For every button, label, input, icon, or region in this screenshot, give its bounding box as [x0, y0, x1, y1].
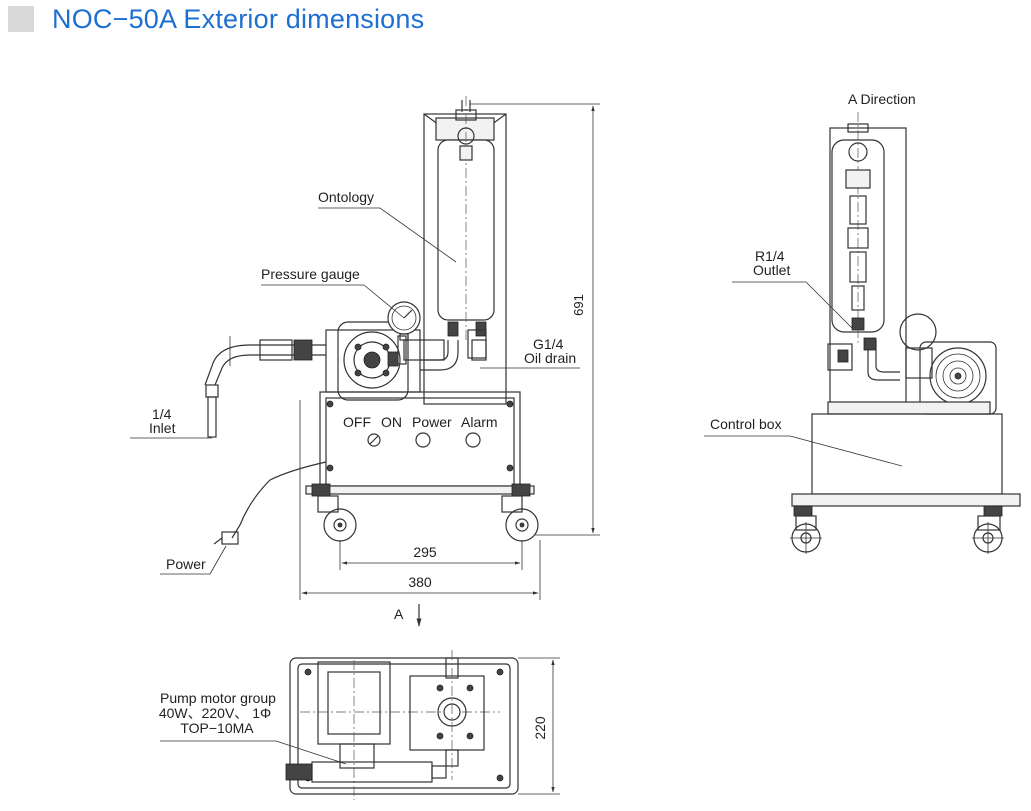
outlet-callout: R1/4 Outlet: [732, 248, 853, 329]
wheel-span-value: 295: [413, 544, 437, 560]
ontology-callout: Ontology: [318, 189, 457, 263]
oil-drain-label-1: G1/4: [533, 336, 564, 352]
top-view: 220 Pump motor group 40W、220V、 1Φ TOP−10…: [159, 650, 560, 800]
oil-drain-label-2: Oil drain: [524, 350, 576, 366]
width-dimension: 380: [299, 400, 541, 600]
pressure-gauge-callout: Pressure gauge: [261, 266, 405, 319]
side-view: A Direction: [704, 91, 1021, 554]
power-callout: Power: [160, 545, 227, 575]
power-cord: [213, 461, 327, 545]
pump-label-2: 40W、220V、 1Φ: [159, 705, 271, 721]
side-motor: [899, 313, 997, 415]
pump-label-1: Pump motor group: [160, 690, 276, 706]
panel-power-label: Power: [412, 414, 452, 430]
top-filter: [409, 650, 485, 780]
panel-alarm-label: Alarm: [461, 414, 498, 430]
inlet-label-2: Inlet: [149, 420, 176, 436]
pump-head: [325, 321, 445, 401]
inlet-callout: 1/4 Inlet: [130, 406, 212, 439]
a-direction-label: A Direction: [848, 91, 916, 107]
control-box-label: Control box: [710, 416, 782, 432]
pump-motor-group: [285, 660, 500, 800]
page-title: NOC−50A Exterior dimensions: [52, 3, 425, 34]
view-marker-label: A: [394, 606, 404, 622]
view-marker-a: A: [394, 604, 422, 627]
control-box-callout: Control box: [704, 416, 903, 467]
filter-column: [423, 96, 507, 405]
front-view: 691: [130, 96, 600, 627]
oil-drain-callout: G1/4 Oil drain: [480, 336, 580, 369]
title-bar: NOC−50A Exterior dimensions: [8, 4, 424, 34]
side-filter-column: [829, 112, 907, 411]
pump-label-3: TOP−10MA: [180, 720, 254, 736]
title-marker: [8, 6, 34, 32]
depth-dimension: 220: [518, 657, 560, 795]
pump-callout: Pump motor group 40W、220V、 1Φ TOP−10MA: [159, 690, 347, 765]
side-outlet-fitting: [827, 337, 900, 381]
outlet-label-1: R1/4: [755, 248, 785, 264]
outlet-label-2: Outlet: [753, 262, 790, 278]
panel-off-label: OFF: [343, 414, 371, 430]
width-value: 380: [408, 574, 432, 590]
depth-value: 220: [532, 716, 548, 740]
side-caster-left: [790, 505, 822, 554]
side-caster-right: [972, 505, 1004, 554]
ontology-label: Ontology: [318, 189, 374, 205]
power-label: Power: [166, 556, 206, 572]
wheel-span-dimension: 295: [339, 540, 523, 570]
inlet-hose: [204, 336, 326, 438]
pressure-gauge-label: Pressure gauge: [261, 266, 360, 282]
control-box-front: OFF ON Power Alarm: [305, 391, 535, 495]
height-dimension: 691: [470, 103, 600, 536]
pressure-gauge-icon: [387, 301, 421, 341]
side-control-box: [791, 401, 1021, 507]
height-value: 691: [571, 294, 586, 316]
panel-on-label: ON: [381, 414, 402, 430]
caster-left: [311, 483, 357, 542]
inlet-label-1: 1/4: [152, 406, 172, 422]
